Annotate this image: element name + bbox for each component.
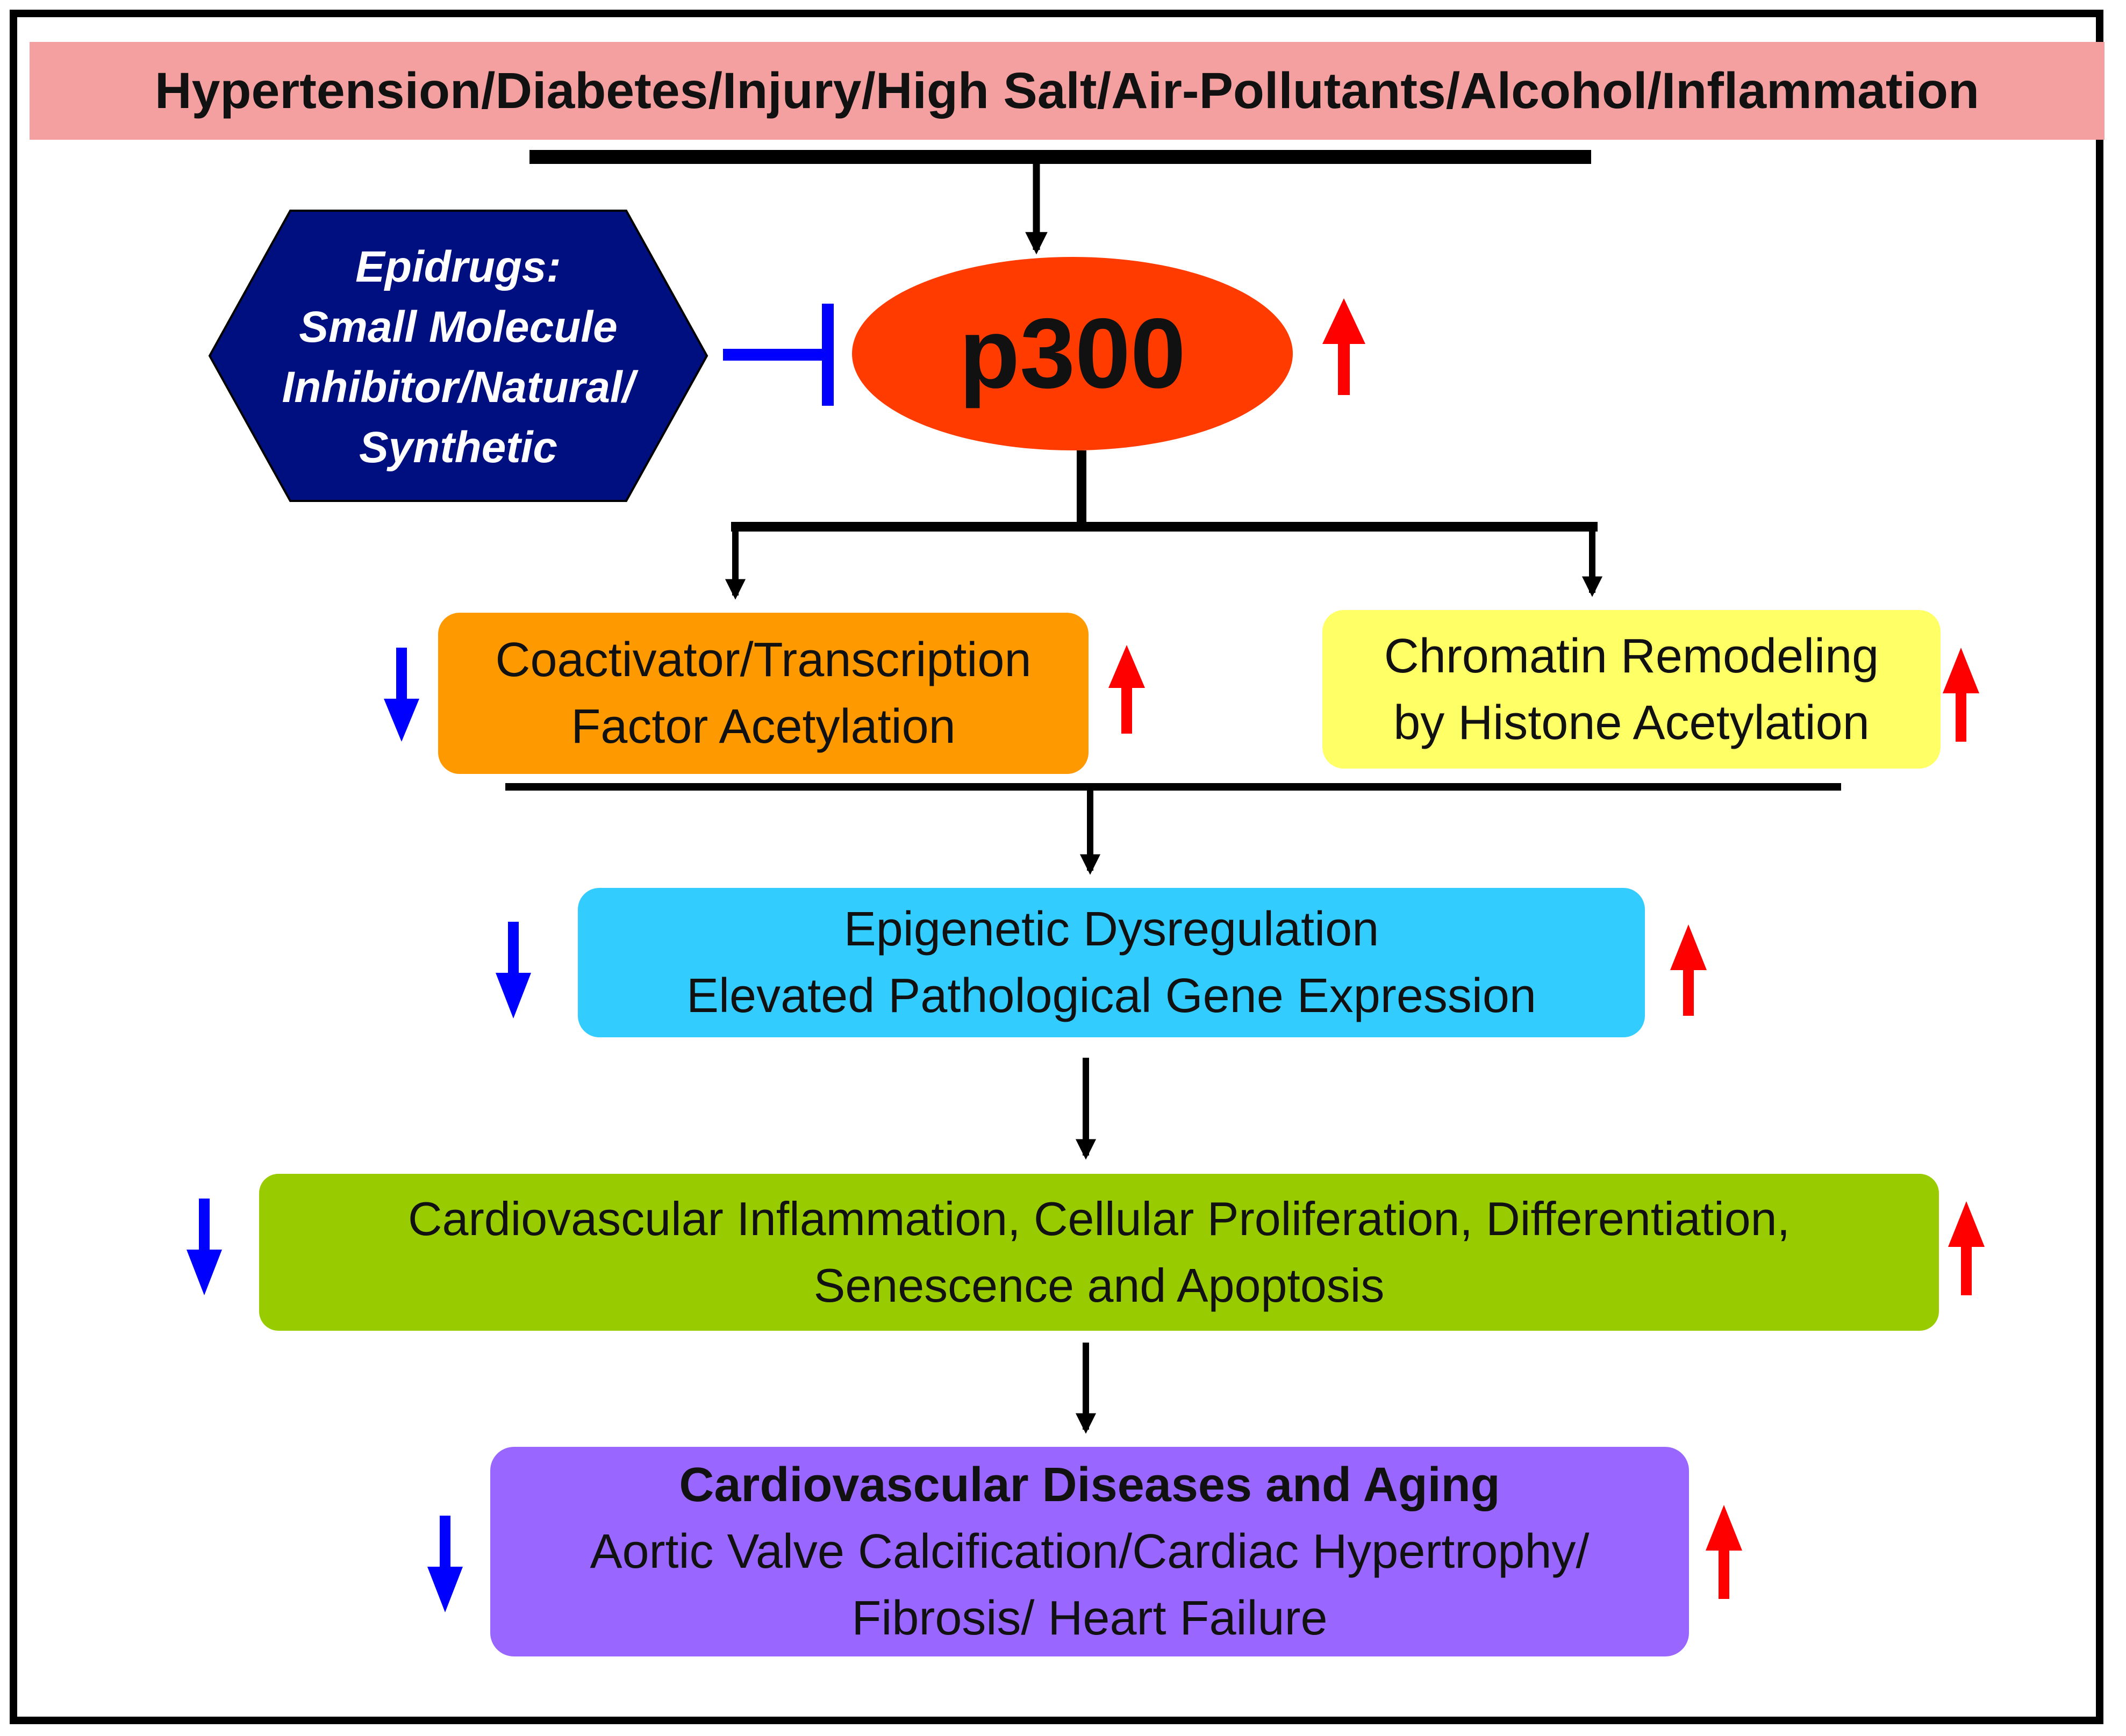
epidrug-line: Epidrugs:	[355, 242, 561, 291]
trigger-factors-text: Hypertension/Diabetes/Injury/High Salt/A…	[154, 62, 1980, 119]
epidrug-line: Synthetic	[359, 423, 558, 472]
outer-frame	[10, 10, 2103, 1724]
epidrug-node-text: Epidrugs: Small Molecule Inhibitor/Natur…	[207, 210, 710, 505]
epidrug-line: Inhibitor/Natural/	[282, 363, 635, 412]
cardiovascular-inflammation-box: Cardiovascular Inflammation, Cellular Pr…	[259, 1174, 1939, 1331]
chromatin-remodeling-box: Chromatin Remodeling by Histone Acetylat…	[1322, 610, 1941, 769]
up-arrow-icon	[1322, 298, 1365, 395]
chromatin-line: by Histone Acetylation	[1393, 695, 1870, 750]
down-arrow-icon	[496, 922, 531, 1018]
epidrug-hexagon	[208, 210, 708, 502]
down-arrow-icon	[187, 1199, 222, 1295]
epigenetic-line: Epigenetic Dysregulation	[843, 902, 1379, 956]
cardio-disease-title: Cardiovascular Diseases and Aging	[679, 1458, 1500, 1512]
up-arrow-icon	[1670, 924, 1707, 1016]
p300-node: p300	[852, 257, 1293, 450]
up-arrow-icon	[1948, 1201, 1985, 1295]
p300-split-connector	[725, 450, 1603, 600]
cardio-disease-line: Fibrosis/ Heart Failure	[851, 1591, 1328, 1645]
chromatin-line: Chromatin Remodeling	[1384, 629, 1879, 683]
up-arrow-icon	[1706, 1505, 1742, 1599]
epigenetic-dysregulation-box: Epigenetic Dysregulation Elevated Pathol…	[578, 888, 1645, 1037]
epigenetic-line: Elevated Pathological Gene Expression	[686, 969, 1536, 1023]
coactivator-acetylation-box: Coactivator/Transcription Factor Acetyla…	[438, 613, 1089, 774]
down-arrow-icon	[427, 1516, 463, 1612]
cardio-disease-line: Aortic Valve Calcification/Cardiac Hyper…	[590, 1525, 1590, 1579]
trigger-factors-banner: Hypertension/Diabetes/Injury/High Salt/A…	[30, 42, 2104, 140]
down-arrow-icon	[384, 648, 419, 742]
epidrug-line: Small Molecule	[299, 303, 618, 351]
coactivator-line: Coactivator/Transcription	[495, 633, 1032, 687]
inhibition-t-bar-icon	[723, 304, 834, 406]
coactivator-line: Factor Acetylation	[571, 700, 956, 754]
cardiovascular-disease-box: Cardiovascular Diseases and Aging Aortic…	[490, 1447, 1689, 1656]
up-arrow-icon	[1943, 648, 1979, 742]
cardio-inflammation-line: Senescence and Apoptosis	[813, 1259, 1385, 1312]
up-arrow-icon	[1108, 645, 1145, 734]
p300-label: p300	[959, 298, 1186, 409]
cardio-inflammation-line: Cardiovascular Inflammation, Cellular Pr…	[407, 1192, 1791, 1245]
